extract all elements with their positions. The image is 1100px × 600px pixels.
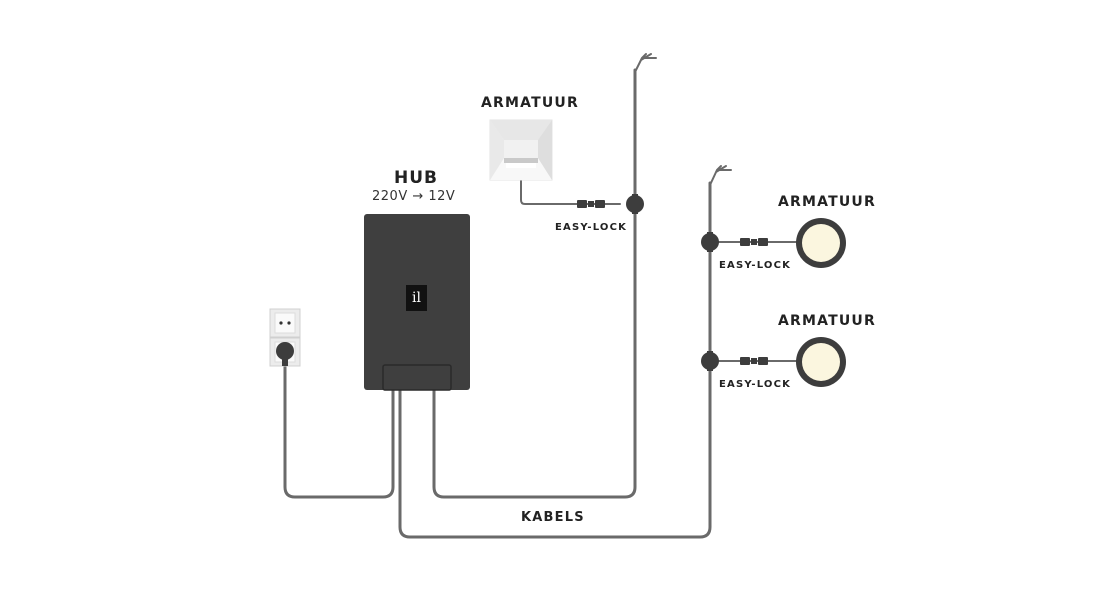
cable-to-right-run <box>398 181 712 539</box>
junction-icon <box>701 351 719 371</box>
easy-lock-connector-icon <box>740 357 768 365</box>
fixture-label-round-1: ARMATUUR <box>778 194 876 210</box>
cable-end-icon <box>709 165 732 186</box>
connector-label-1: EASY-LOCK <box>555 222 628 233</box>
hub-voltage: 220V → 12V <box>372 189 456 204</box>
fixture-label-round-2: ARMATUUR <box>778 313 876 329</box>
junction-icon <box>701 232 719 252</box>
junction-icon <box>626 194 644 214</box>
connector-label-2: EASY-LOCK <box>719 260 792 271</box>
cable-to-upper-run <box>432 68 637 499</box>
brand-logo: il <box>406 285 427 311</box>
power-cable <box>283 360 395 499</box>
round-fixture-icon <box>796 218 846 268</box>
easy-lock-connector-icon <box>577 200 605 208</box>
hub-title: HUB <box>394 168 438 188</box>
round-fixture-icon <box>796 337 846 387</box>
easy-lock-connector-icon <box>740 238 768 246</box>
cables-label: KABELS <box>521 510 585 525</box>
fixture-label-square: ARMATUUR <box>481 95 579 111</box>
fixture-lead <box>520 179 621 205</box>
connector-label-3: EASY-LOCK <box>719 379 792 390</box>
square-fixture-icon <box>489 119 553 181</box>
plug-icon <box>276 342 294 366</box>
cable-end-icon <box>634 53 657 73</box>
